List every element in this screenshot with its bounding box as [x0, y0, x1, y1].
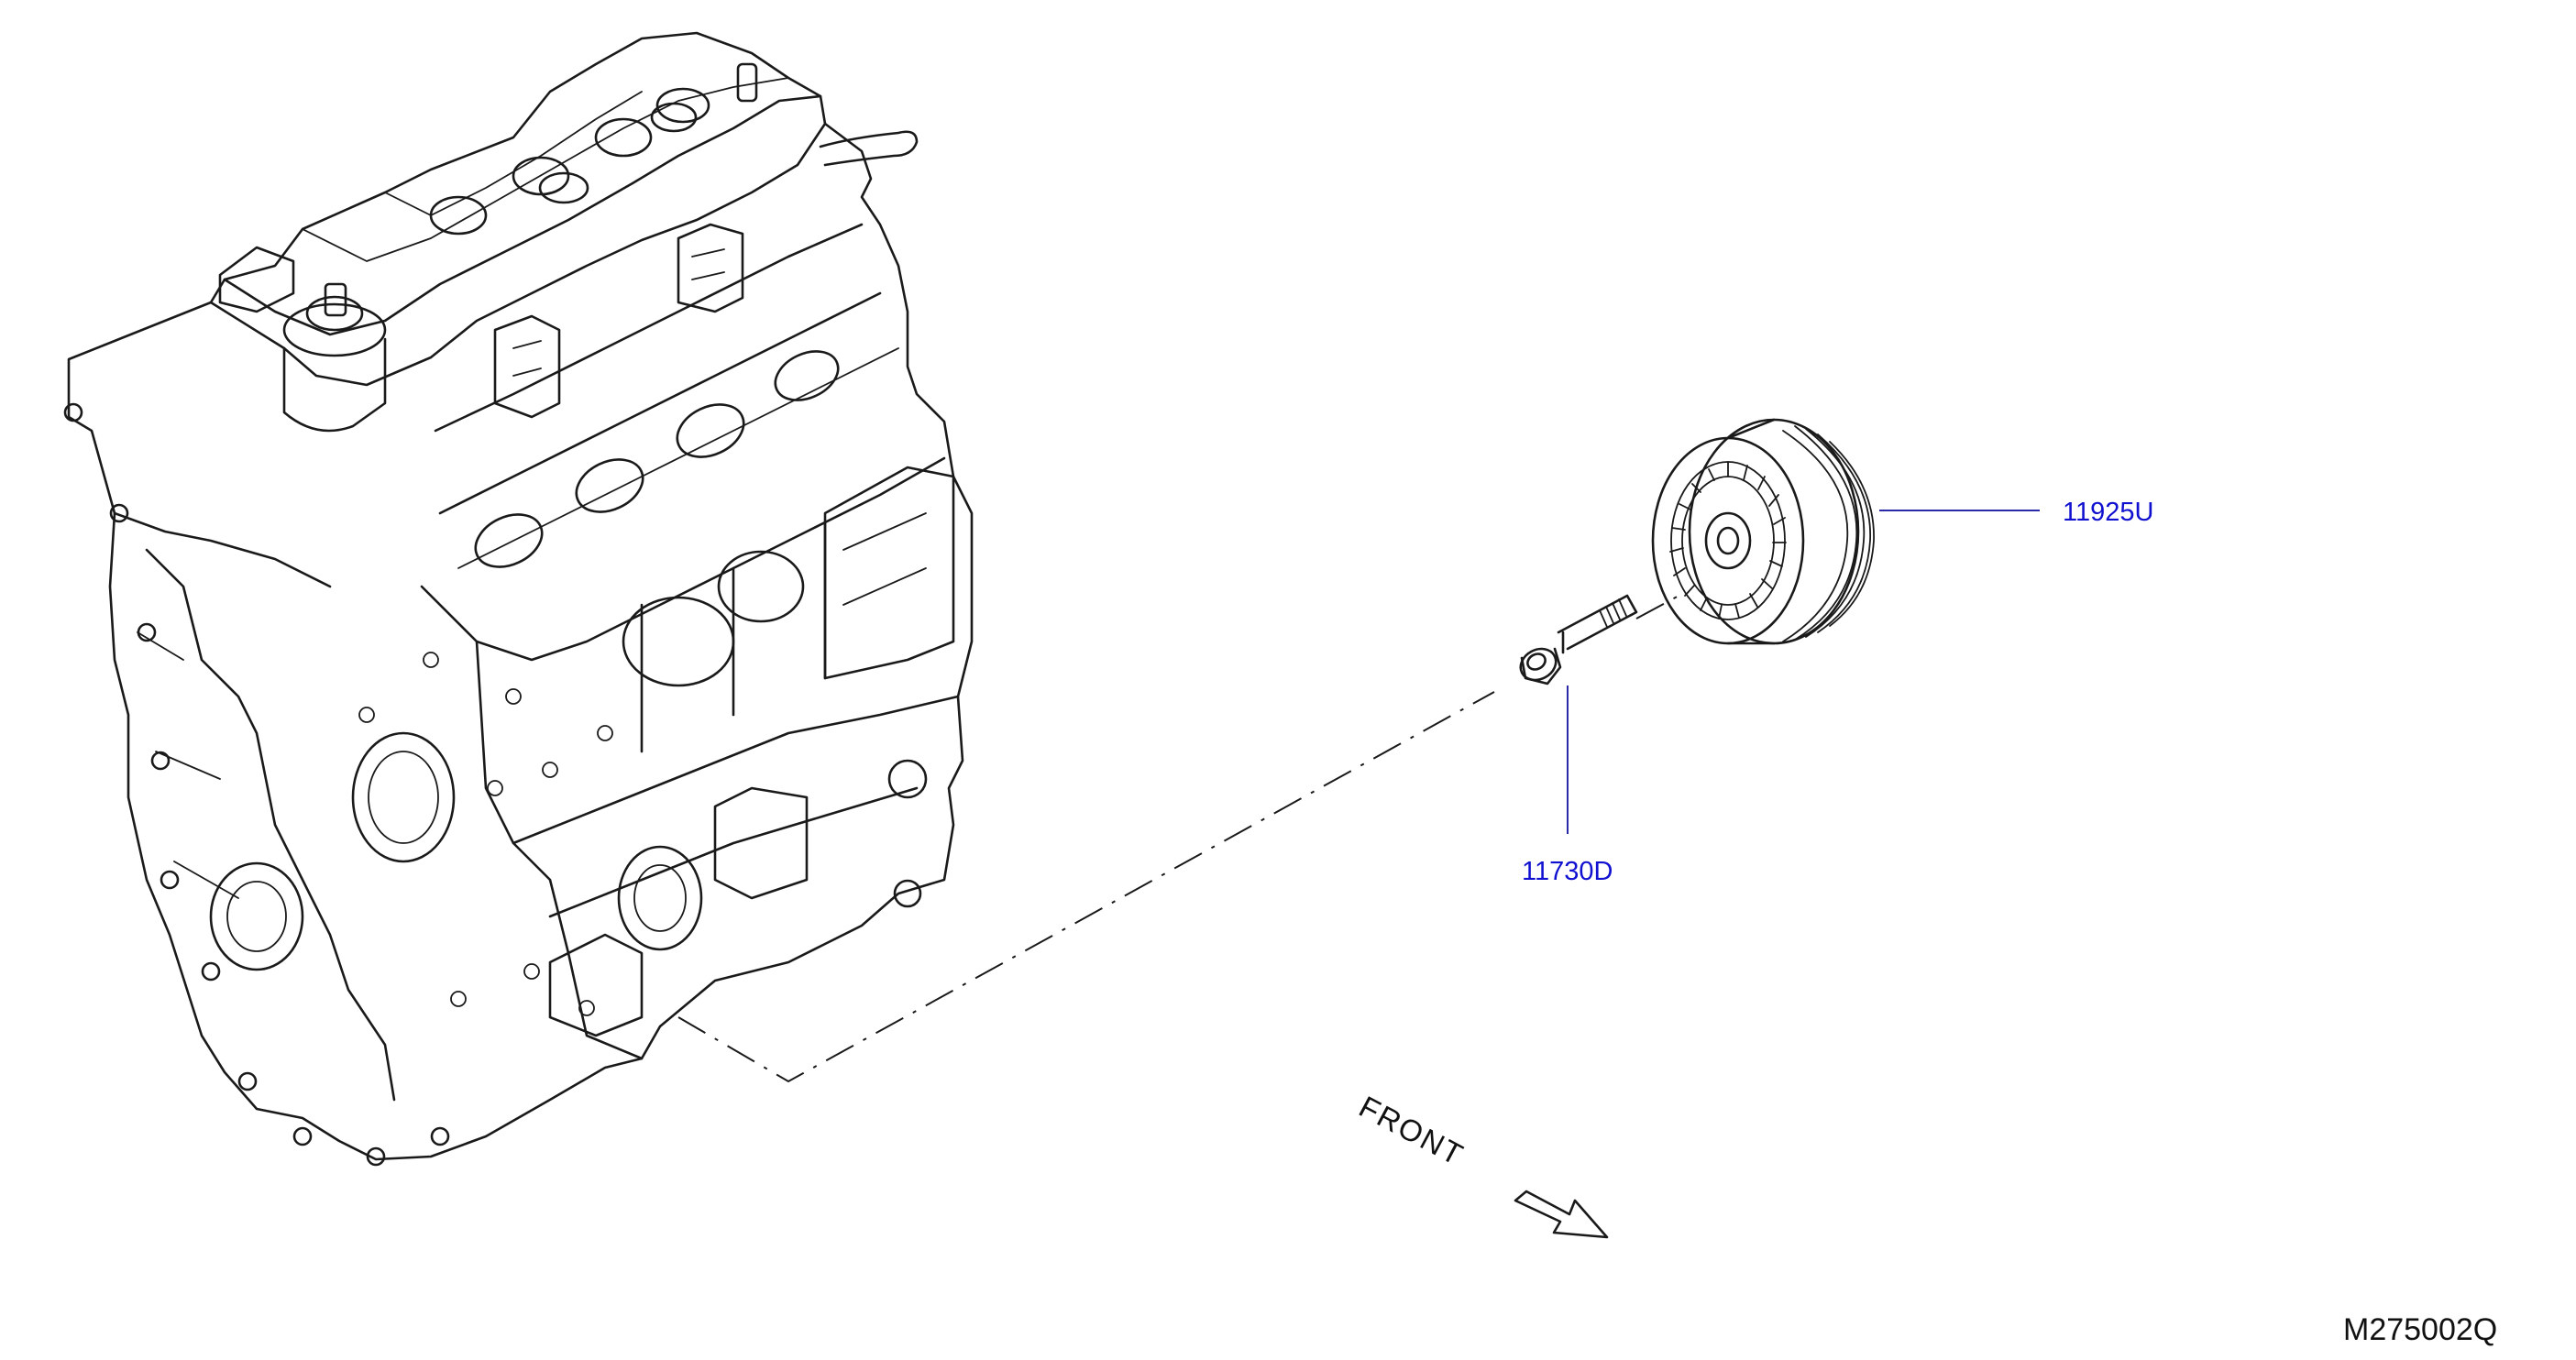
front-indicator: FRONT: [1354, 1090, 1609, 1239]
idler-pulley: [1651, 418, 1875, 645]
callout-label-11730D[interactable]: 11730D: [1522, 857, 1613, 886]
leader-lines: [1567, 510, 2040, 834]
front-label: FRONT: [1354, 1090, 1470, 1173]
callout-label-11925U[interactable]: 11925U: [2063, 498, 2153, 527]
front-arrow-icon: [1514, 1190, 1609, 1239]
diagram-reference-code: M275002Q: [2343, 1312, 2497, 1347]
engine-block: [63, 31, 974, 1167]
assembly-center-line: [677, 593, 1683, 1083]
pulley-bolt: [1519, 594, 1638, 685]
